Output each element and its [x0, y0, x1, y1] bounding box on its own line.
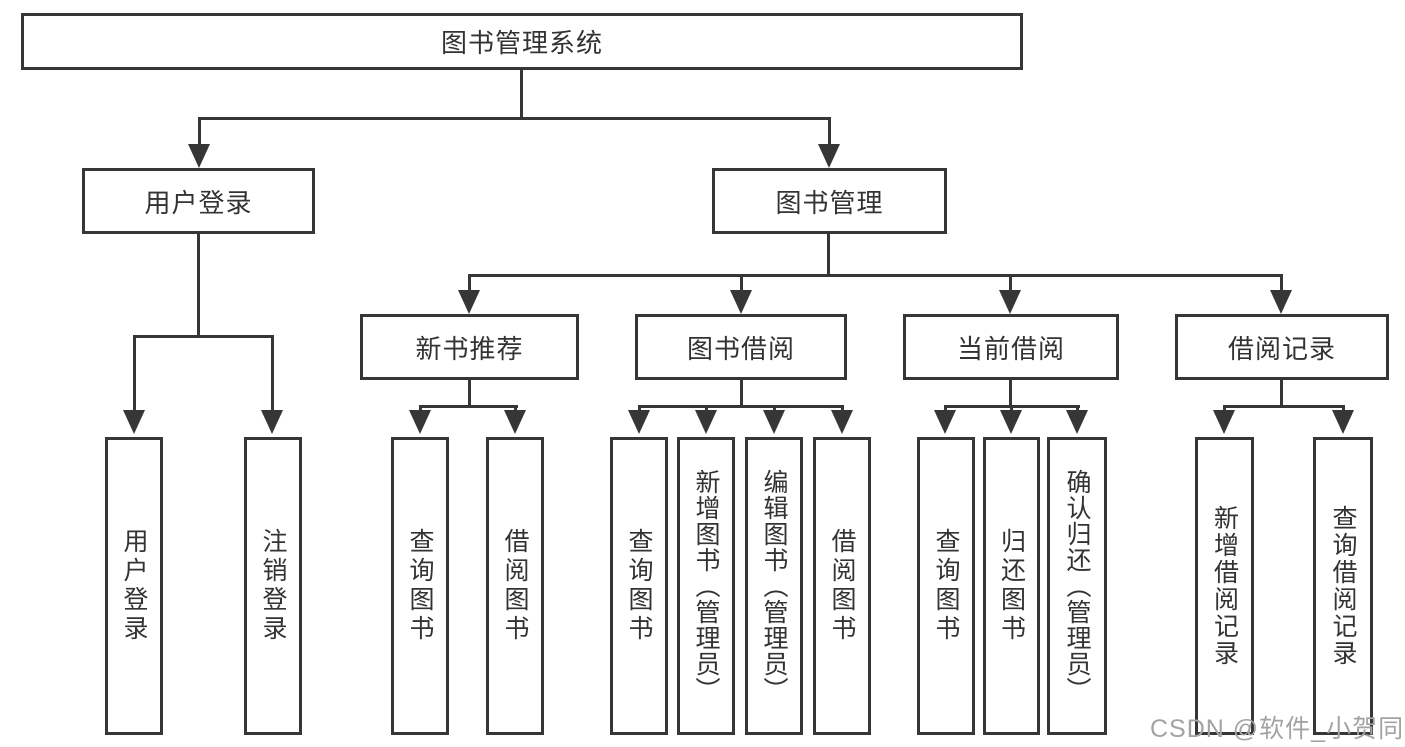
- connector-line: [133, 335, 136, 411]
- node-book-borrow: 图书借阅: [635, 314, 847, 380]
- node-user-login: 用户登录: [105, 437, 163, 735]
- node-bb-edit-books: 编辑图书（管理员）: [745, 437, 803, 735]
- connector-line: [1342, 405, 1345, 413]
- node-cb-query-books: 查询图书: [917, 437, 975, 735]
- connector-line: [133, 335, 274, 338]
- connector-line: [827, 234, 830, 276]
- connector-line: [468, 274, 1283, 277]
- connector-line: [468, 378, 471, 408]
- connector-arrow: [628, 410, 650, 434]
- connector-line: [1280, 274, 1283, 292]
- node-bb-borrow-books: 借阅图书: [813, 437, 871, 735]
- connector-arrow: [695, 410, 717, 434]
- node-book-mgmt: 图书管理: [712, 168, 947, 234]
- node-nb-query-books: 查询图书: [391, 437, 449, 735]
- connector-line: [271, 335, 274, 411]
- connector-line: [773, 405, 776, 413]
- connector-line: [740, 378, 743, 408]
- connector-line: [740, 274, 743, 292]
- connector-line: [841, 405, 844, 413]
- connector-line: [1010, 405, 1013, 413]
- connector-line: [1076, 405, 1079, 413]
- connector-arrow: [261, 410, 283, 434]
- connector-line: [198, 117, 831, 120]
- node-borrow-records: 借阅记录: [1175, 314, 1389, 380]
- node-bb-query-books: 查询图书: [610, 437, 668, 735]
- connector-arrow: [188, 144, 210, 168]
- connector-arrow: [1000, 410, 1022, 434]
- node-nb-borrow-books: 借阅图书: [486, 437, 544, 735]
- connector-arrow: [504, 410, 526, 434]
- connector-line: [198, 117, 201, 147]
- connector-line: [828, 117, 831, 147]
- connector-arrow: [458, 290, 480, 314]
- node-logout: 注销登录: [244, 437, 302, 735]
- node-new-book-rec: 新书推荐: [360, 314, 579, 380]
- connector-arrow: [123, 410, 145, 434]
- connector-arrow: [1332, 410, 1354, 434]
- connector-arrow: [1270, 290, 1292, 314]
- node-user-login-branch: 用户登录: [82, 168, 315, 234]
- connector-line: [1009, 274, 1012, 292]
- connector-arrow: [1213, 410, 1235, 434]
- connector-line: [944, 405, 947, 413]
- connector-arrow: [831, 410, 853, 434]
- node-br-add-record: 新增借阅记录: [1195, 437, 1254, 735]
- connector-line: [705, 405, 708, 413]
- connector-line: [419, 405, 422, 413]
- connector-line: [638, 405, 844, 408]
- connector-line: [197, 232, 200, 338]
- connector-line: [1009, 378, 1012, 408]
- root-node: 图书管理系统: [21, 13, 1023, 70]
- node-current-borrow: 当前借阅: [903, 314, 1119, 380]
- connector-arrow: [934, 410, 956, 434]
- connector-arrow: [1066, 410, 1088, 434]
- connector-line: [419, 405, 518, 408]
- node-bb-add-books: 新增图书（管理员）: [677, 437, 735, 735]
- connector-line: [468, 274, 471, 292]
- connector-arrow: [818, 144, 840, 168]
- csdn-watermark: CSDN @软件_小贺同学: [1150, 715, 1405, 743]
- connector-line: [1223, 405, 1226, 413]
- connector-arrow: [999, 290, 1021, 314]
- connector-arrow: [763, 410, 785, 434]
- connector-line: [1223, 405, 1345, 408]
- connector-line: [514, 405, 517, 413]
- connector-arrow: [409, 410, 431, 434]
- connector-line: [520, 68, 523, 120]
- node-cb-return-books: 归还图书: [983, 437, 1040, 735]
- connector-line: [1280, 378, 1283, 408]
- connector-arrow: [730, 290, 752, 314]
- node-br-query-record: 查询借阅记录: [1313, 437, 1373, 735]
- connector-line: [638, 405, 641, 413]
- node-cb-confirm-return: 确认归还（管理员）: [1047, 437, 1107, 735]
